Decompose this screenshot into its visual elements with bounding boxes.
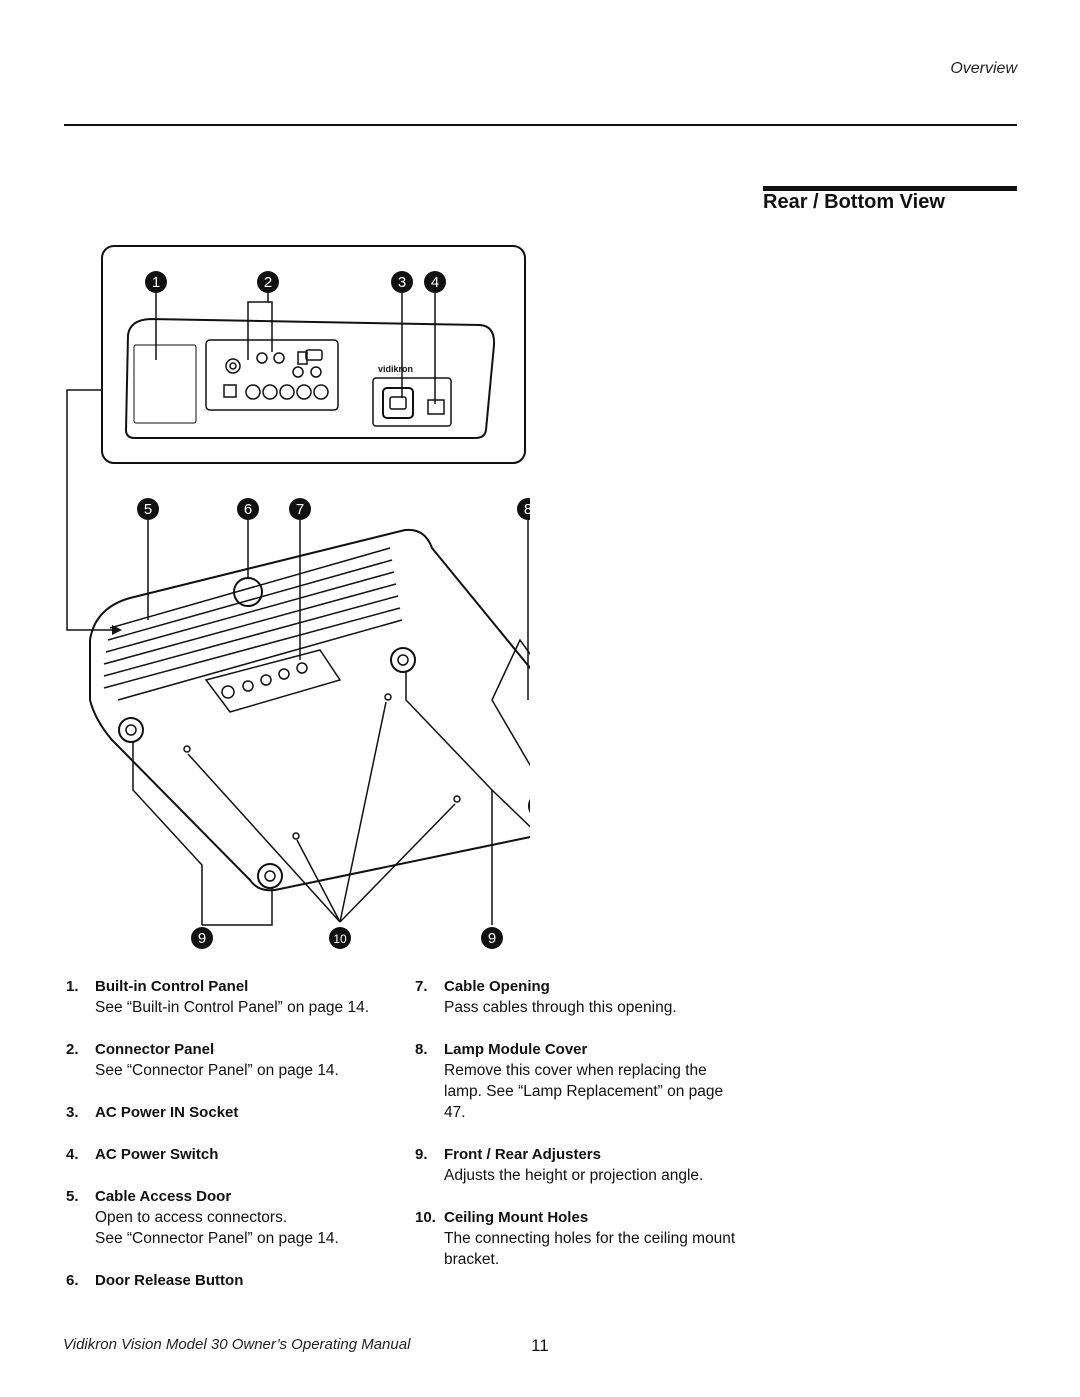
item-description: Adjusts the height or projection angle. — [444, 1167, 704, 1184]
inset-frame — [101, 245, 526, 464]
svg-text:9: 9 — [488, 930, 496, 947]
item-number: 7. — [415, 978, 428, 995]
callout-markers: 1 2 3 4 5 6 7 8 9 10 9 — [137, 271, 530, 949]
header-rule — [64, 124, 1017, 126]
item-number: 8. — [415, 1041, 428, 1058]
page-number: 11 — [531, 1336, 549, 1355]
item-title: Built-in Control Panel — [95, 978, 249, 995]
item-number: 5. — [66, 1188, 79, 1205]
adjuster-foot — [257, 863, 283, 889]
list-item: 2. Connector Panel See “Connector Panel” … — [66, 1039, 386, 1081]
item-number: 9. — [415, 1146, 428, 1163]
list-item: 9. Front / Rear Adjusters Adjusts the hei… — [415, 1144, 745, 1186]
lamp-module-cover — [491, 638, 530, 767]
item-number: 10. — [415, 1209, 436, 1226]
projector-body — [89, 528, 530, 892]
adjuster-foot — [528, 799, 530, 813]
item-number: 3. — [66, 1104, 79, 1121]
item-number: 2. — [66, 1041, 79, 1058]
ac-power-socket — [382, 387, 414, 419]
item-description: Remove this cover when replacing the lam… — [444, 1062, 724, 1121]
cable-opening — [204, 649, 342, 713]
description-column-left: 1. Built-in Control Panel See “Built-in C… — [66, 976, 386, 1312]
item-title: Cable Opening — [444, 978, 550, 995]
list-item: 1. Built-in Control Panel See “Built-in C… — [66, 976, 386, 1018]
list-item: 7. Cable Opening Pass cables through this… — [415, 976, 745, 1018]
description-column-right: 7. Cable Opening Pass cables through this… — [415, 976, 745, 1291]
svg-text:6: 6 — [244, 501, 252, 518]
item-number: 1. — [66, 978, 79, 995]
panel-logo: vidikron — [378, 364, 413, 374]
item-title: AC Power IN Socket — [95, 1104, 239, 1121]
item-title: Door Release Button — [95, 1272, 244, 1289]
list-item: 5. Cable Access Door Open to access conne… — [66, 1186, 386, 1249]
list-item: 10. Ceiling Mount Holes The connecting ho… — [415, 1207, 745, 1270]
svg-text:4: 4 — [431, 274, 439, 291]
svg-text:5: 5 — [144, 501, 152, 518]
svg-text:3: 3 — [398, 274, 406, 291]
svg-text:1: 1 — [152, 274, 160, 291]
adjuster-foot — [390, 647, 416, 673]
footer-manual-title: Vidikron Vision Model 30 Owner’s Operati… — [63, 1336, 411, 1353]
header-section-name: Overview — [950, 60, 1017, 77]
list-item: 4. AC Power Switch — [66, 1144, 386, 1165]
control-panel-area — [133, 344, 197, 424]
section-rule — [763, 186, 1017, 191]
item-title: Lamp Module Cover — [444, 1041, 588, 1058]
list-item: 6. Door Release Button — [66, 1270, 386, 1291]
svg-text:9: 9 — [198, 930, 206, 947]
list-item: 3. AC Power IN Socket — [66, 1102, 386, 1123]
item-description: See “Built-in Control Panel” on page 14. — [95, 999, 369, 1016]
list-item: 8. Lamp Module Cover Remove this cover wh… — [415, 1039, 745, 1123]
item-title: Ceiling Mount Holes — [444, 1209, 589, 1226]
projector-rear-bottom-diagram: vidikron 1 2 3 4 5 6 7 8 9 10 9 — [66, 245, 530, 949]
item-description: Open to access connectors. See “Connecto… — [95, 1209, 339, 1247]
item-title: Cable Access Door — [95, 1188, 232, 1205]
svg-text:2: 2 — [264, 274, 272, 291]
svg-text:7: 7 — [296, 501, 304, 518]
item-number: 4. — [66, 1146, 79, 1163]
ac-power-area — [372, 377, 452, 427]
svg-text:10: 10 — [333, 932, 347, 946]
item-description: See “Connector Panel” on page 14. — [95, 1062, 339, 1079]
item-title: Connector Panel — [95, 1041, 215, 1058]
rear-panel — [124, 317, 496, 439]
adjuster-foot — [118, 717, 144, 743]
item-title: AC Power Switch — [95, 1146, 219, 1163]
item-title: Front / Rear Adjusters — [444, 1146, 601, 1163]
section-title: Rear / Bottom View — [763, 191, 945, 213]
item-description: The connecting holes for the ceiling mou… — [444, 1230, 736, 1268]
svg-text:8: 8 — [524, 501, 530, 518]
item-number: 6. — [66, 1272, 79, 1289]
ac-power-switch — [427, 399, 445, 415]
item-description: Pass cables through this opening. — [444, 999, 677, 1016]
